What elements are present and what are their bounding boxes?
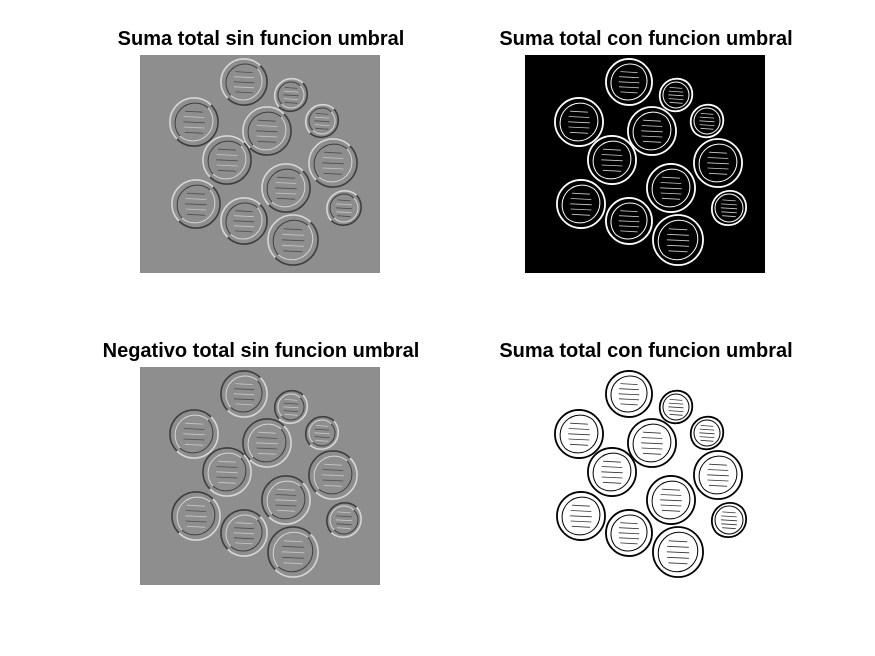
panel-image-4 bbox=[525, 367, 765, 585]
coins-threshold-2-coin-1 bbox=[605, 370, 653, 418]
coins-threshold-2-coin-12 bbox=[652, 526, 704, 578]
coins-threshold-2-coin-5 bbox=[689, 415, 725, 451]
coins-embossed-1-coin-2 bbox=[273, 77, 309, 113]
panel-image-2 bbox=[525, 55, 765, 273]
coins-threshold-1-coin-12 bbox=[652, 214, 704, 266]
coins-threshold-2-coin-10 bbox=[605, 509, 653, 557]
coins-embossed-2 bbox=[169, 370, 362, 578]
panel-image-1 bbox=[140, 55, 380, 273]
coins-embossed-1-coin-4 bbox=[242, 106, 292, 156]
coins-embossed-1 bbox=[169, 58, 362, 266]
coins-embossed-2-coin-9 bbox=[171, 491, 221, 541]
coins-embossed-2-coin-7 bbox=[308, 450, 358, 500]
coins-threshold-1-coin-8 bbox=[646, 163, 696, 213]
coins-embossed-2-coin-8 bbox=[261, 475, 311, 525]
coins-embossed-2-coin-5 bbox=[304, 415, 340, 451]
coins-embossed-2-coin-2 bbox=[273, 389, 309, 425]
panel-title-4: Suma total con funcion umbral bbox=[499, 340, 793, 362]
coins-embossed-1-coin-10 bbox=[220, 197, 268, 245]
coins-threshold-1-coin-4 bbox=[627, 106, 677, 156]
coins-embossed-2-coin-6 bbox=[202, 447, 252, 497]
coins-threshold-2-coin-2 bbox=[658, 389, 694, 425]
coins-embossed-2-coin-4 bbox=[242, 418, 292, 468]
coins-threshold-1 bbox=[554, 58, 748, 266]
coins-threshold-2-coin-6 bbox=[587, 447, 637, 497]
coins-embossed-2-coin-12 bbox=[267, 526, 319, 578]
coins-embossed-1-coin-5 bbox=[304, 103, 340, 139]
coins-embossed-2-coin-11 bbox=[326, 502, 362, 538]
coins-threshold-1-coin-6 bbox=[587, 135, 637, 185]
panel-title-3: Negativo total sin funcion umbral bbox=[102, 340, 420, 362]
coins-embossed-1-coin-7 bbox=[308, 138, 358, 188]
coins-embossed-1-coin-12 bbox=[267, 214, 319, 266]
coins-threshold-2-coin-9 bbox=[556, 491, 606, 541]
coins-threshold-2-coin-8 bbox=[646, 475, 696, 525]
coins-embossed-1-coin-9 bbox=[171, 179, 221, 229]
panel-title-2: Suma total con funcion umbral bbox=[499, 28, 793, 50]
coins-embossed-1-coin-11 bbox=[326, 190, 362, 226]
coins-embossed-1-coin-3 bbox=[169, 97, 219, 147]
coins-embossed-1-coin-6 bbox=[202, 135, 252, 185]
coins-threshold-1-coin-5 bbox=[689, 103, 725, 139]
coins-threshold-1-coin-9 bbox=[556, 179, 606, 229]
coins-embossed-2-coin-10 bbox=[220, 509, 268, 557]
coins-threshold-2-coin-3 bbox=[554, 409, 604, 459]
coins-threshold-1-coin-11 bbox=[710, 189, 748, 227]
coins-threshold-1-coin-10 bbox=[605, 197, 653, 245]
panel-title-1: Suma total sin funcion umbral bbox=[117, 28, 405, 50]
coins-threshold-2 bbox=[554, 370, 748, 578]
coins-embossed-2-coin-1 bbox=[220, 370, 268, 418]
coins-threshold-1-coin-3 bbox=[554, 97, 604, 147]
panel-image-3 bbox=[140, 367, 380, 585]
coins-threshold-2-coin-7 bbox=[693, 450, 743, 500]
coins-threshold-2-coin-11 bbox=[710, 501, 748, 539]
coins-threshold-1-coin-7 bbox=[693, 138, 743, 188]
coins-threshold-1-coin-1 bbox=[605, 58, 653, 106]
coins-threshold-1-coin-2 bbox=[658, 77, 694, 113]
coins-threshold-2-coin-4 bbox=[627, 418, 677, 468]
coins-embossed-1-coin-8 bbox=[261, 163, 311, 213]
coins-embossed-1-coin-1 bbox=[220, 58, 268, 106]
coins-embossed-2-coin-3 bbox=[169, 409, 219, 459]
